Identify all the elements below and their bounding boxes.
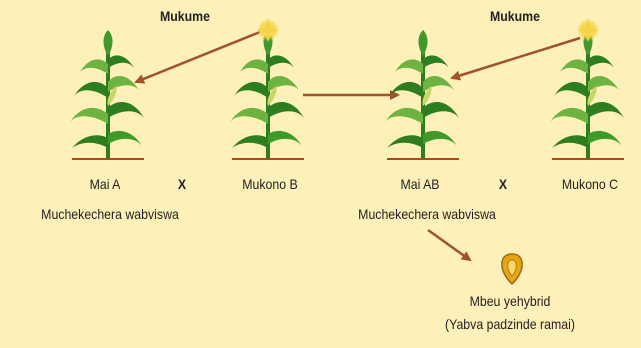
maize-plant-icon-mukono-c <box>550 30 624 158</box>
label-mukono-c: Mukono C <box>550 176 629 192</box>
pollen-arrow-right <box>452 38 580 78</box>
cross-symbol-right: X <box>494 176 512 192</box>
plants-layer <box>70 18 624 159</box>
maize-plant-icon-mukono-b <box>230 30 304 158</box>
seed-arrow <box>428 230 470 260</box>
label-mai-ab: Mai AB <box>385 176 455 192</box>
hybrid-seed-note: (Yabva padzinde ramai) <box>431 316 589 332</box>
detasseled-label-left: Muchekechera wabviswa <box>13 206 207 222</box>
pollen-sparkle-icon <box>257 18 279 42</box>
label-mukono-b: Mukono B <box>230 176 309 192</box>
label-mai-a: Mai A <box>74 176 136 192</box>
pollen-sparkle-icon <box>577 18 599 42</box>
cross-symbol-left: X <box>173 176 191 192</box>
detasseled-label-right: Muchekechera wabviswa <box>330 206 524 222</box>
arrows-layer <box>136 32 580 260</box>
pollen-label-right: Mukume <box>475 8 554 24</box>
hybrid-seed-label: Mbeu yehybrid <box>440 293 581 309</box>
pollen-label-left: Mukume <box>145 8 224 24</box>
pollen-arrow-left <box>136 32 260 82</box>
maize-plant-icon-mai-a <box>70 30 144 158</box>
seed-layer <box>502 254 522 284</box>
